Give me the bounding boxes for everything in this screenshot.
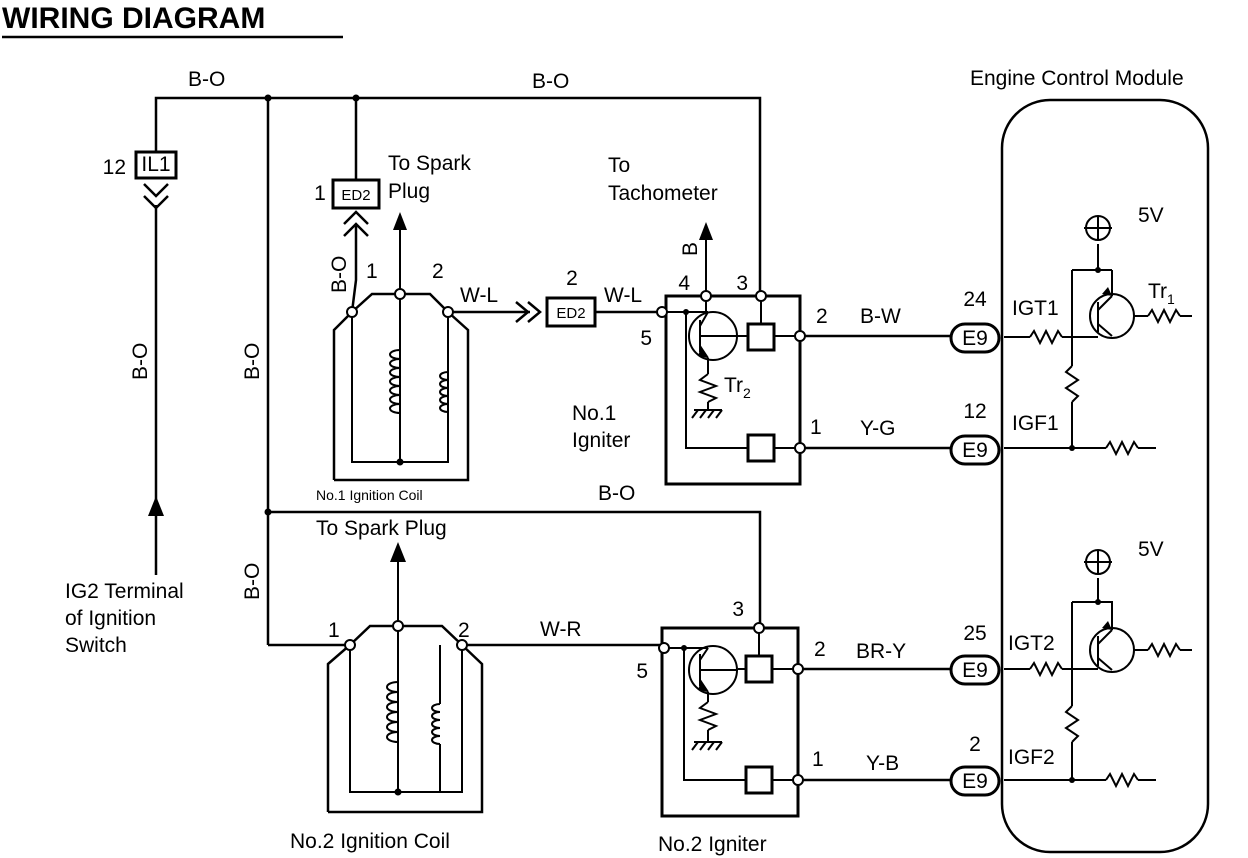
ed2-mid-pin: 2: [566, 267, 578, 290]
ign1-pin3: 3: [736, 272, 748, 295]
page-title: WIRING DIAGRAM: [2, 2, 265, 35]
bo-vert-left-label: B-O: [129, 343, 152, 380]
to-tach-line2: Tachometer: [608, 182, 718, 205]
e9-connector-12: E9 12: [949, 400, 1001, 466]
igniter-1: [656, 222, 806, 486]
il1-id: IL1: [141, 153, 170, 176]
ign2-pin2: 2: [814, 638, 826, 661]
ecm-igf2: IGF2: [1008, 746, 1055, 769]
igniter1-label-2: Igniter: [572, 429, 630, 452]
ecm-igt1: IGT1: [1012, 297, 1059, 320]
yg-label: Y-G: [860, 417, 895, 440]
e9-12-pin: 12: [963, 400, 986, 423]
to-spark-plug-1-line1: To Spark: [388, 152, 471, 175]
bo-top-right-label: B-O: [532, 70, 569, 93]
yb-label: Y-B: [866, 752, 899, 775]
ign2-pin5: 5: [636, 660, 648, 683]
coil1-pin2: 2: [432, 260, 444, 283]
igniter2-label: No.2 Igniter: [658, 833, 767, 856]
e9-12-id: E9: [962, 439, 988, 462]
il1-pin: 12: [103, 156, 126, 179]
tr2-label: Tr2: [724, 374, 751, 401]
coil1-pin1: 1: [366, 260, 378, 283]
bry-label: BR-Y: [856, 640, 906, 663]
coil2-pin2: 2: [458, 619, 470, 642]
e9-2-id: E9: [962, 770, 988, 793]
ecm-outline: [1000, 98, 1210, 854]
ecm-bottom-5v: 5V: [1138, 538, 1164, 561]
ed2-mid-terminal-2: [527, 301, 542, 323]
e9-24-id: E9: [962, 327, 988, 350]
ignition-coil-2: [326, 542, 484, 814]
wl-left-label: W-L: [460, 284, 498, 307]
ed2-top-id: ED2: [341, 187, 370, 204]
ecm-top-5v: 5V: [1138, 204, 1164, 227]
il1-connector: IL1 12: [103, 150, 178, 210]
bo-supply-wiring: [154, 94, 762, 647]
coil2-label: No.2 Ignition Coil: [290, 830, 450, 853]
ignition-coil-1: [332, 212, 470, 482]
wr-label: W-R: [540, 618, 582, 641]
ig2-arrow-icon: [148, 496, 164, 516]
tach-arrow-icon: [699, 222, 713, 240]
bo-ed2-vert-label: B-O: [328, 256, 351, 293]
ign1-pin5: 5: [640, 327, 652, 350]
ign1-pin1: 1: [810, 416, 822, 439]
igniter1-label-1: No.1: [572, 402, 616, 425]
ecm-bottom-circuit: [1004, 549, 1192, 789]
e9-24-pin: 24: [963, 288, 987, 311]
coil2-spark-arrow-icon: [390, 542, 406, 562]
ed2-top-pin: 1: [314, 182, 326, 205]
ign1-pin2: 2: [816, 305, 828, 328]
ign2-pin1: 1: [812, 748, 824, 771]
e9-25-pin: 25: [963, 622, 986, 645]
e9-connector-25: E9 25: [949, 622, 1001, 686]
coil1-spark-arrow-icon: [393, 212, 407, 230]
ig2-label-1: IG2 Terminal: [65, 580, 184, 603]
ig2-label-3: Switch: [65, 634, 127, 657]
bo-top-left-label: B-O: [188, 68, 225, 91]
ed2-mid-terminal-1: [515, 301, 530, 323]
ed2-mid-connector: ED2 2: [545, 267, 597, 328]
ecm-label: Engine Control Module: [970, 67, 1184, 90]
e9-25-id: E9: [962, 659, 988, 682]
bo-lower-vert-label: B-O: [241, 563, 264, 600]
e9-connector-2: E9 2: [949, 733, 1001, 797]
coil1-label: No.1 Ignition Coil: [316, 487, 423, 503]
ecm-top-circuit: [1004, 215, 1192, 457]
tach-wire-label: B: [679, 242, 702, 256]
e9-2-pin: 2: [969, 733, 981, 756]
ed2-top-connector: ED2 1: [314, 178, 381, 237]
igniter-2: [658, 622, 804, 818]
to-tach-line1: To: [608, 154, 630, 177]
wl-right-label: W-L: [604, 284, 642, 307]
bo-mid-horizontal-label: B-O: [598, 482, 635, 505]
ed2-mid-id: ED2: [556, 305, 585, 322]
bo-vert-mid-label: B-O: [241, 343, 264, 380]
ign1-pin4: 4: [678, 272, 690, 295]
coil2-pin1: 1: [328, 619, 340, 642]
ecm-igf1: IGF1: [1012, 412, 1059, 435]
to-spark-plug-1-line2: Plug: [388, 180, 430, 203]
coil1-pin1-wire: [350, 226, 358, 313]
ecm-tr1-label: Tr1: [1148, 280, 1175, 307]
to-spark-plug-2: To Spark Plug: [316, 517, 447, 540]
ecm-igt2: IGT2: [1008, 632, 1055, 655]
ign2-pin3: 3: [732, 598, 744, 621]
bw-label: B-W: [860, 305, 901, 328]
e9-connector-24: E9 24: [949, 288, 1001, 354]
ig2-label-2: of Ignition: [65, 607, 156, 630]
